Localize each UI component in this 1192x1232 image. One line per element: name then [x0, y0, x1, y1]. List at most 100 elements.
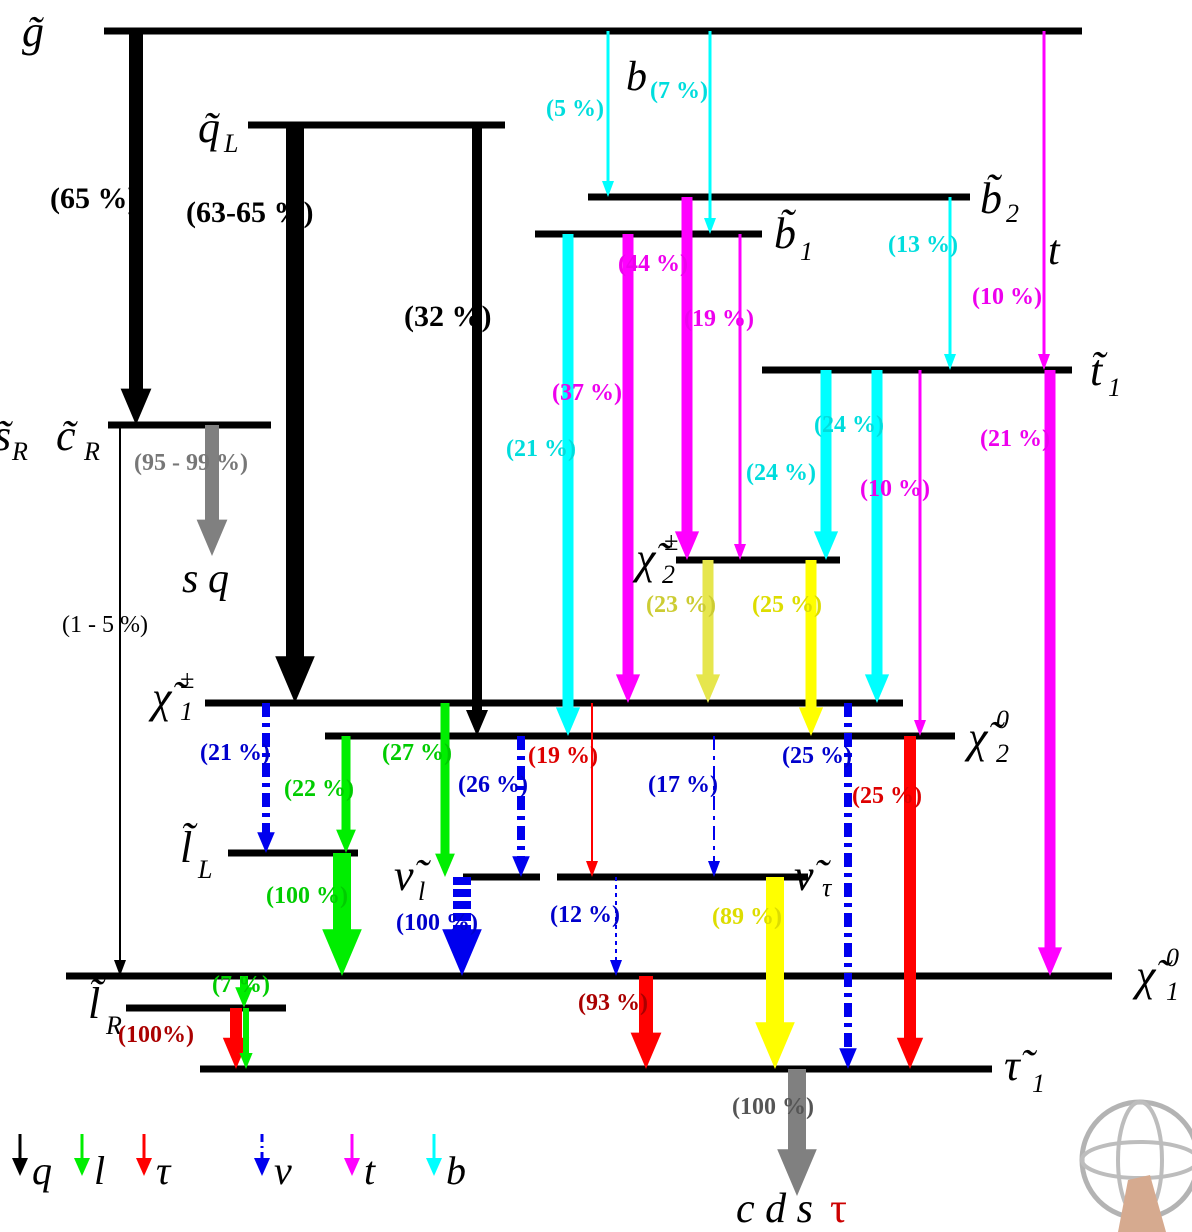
label-neutralino1-sup: 0: [1166, 943, 1179, 972]
br-neutralino1-sleptonR: (7 %): [212, 972, 270, 998]
label-gluino: g̃: [22, 7, 45, 56]
branching-labels: (65 %) (63-65 %) (32 %) (5 %) (7 %) (13 …: [50, 78, 1050, 1120]
arrow-chargino2-yellow: [798, 560, 824, 736]
arrow-sleptonL-neutralino1: [322, 853, 362, 976]
particle-labels: b t s q c d s τ: [182, 54, 1061, 1232]
arrow-sbottom2-stop1: [944, 197, 956, 370]
br-sleptonL-neutralino1: (100 %): [266, 883, 348, 909]
br-stop1-chargino2-a: (24 %): [814, 412, 884, 438]
br-gluino-squark: (65 %): [50, 182, 137, 215]
label-neutralino2-sup: 0: [996, 705, 1009, 734]
legend-item: b: [426, 1134, 466, 1193]
br-sleptonR-stau: (100%): [118, 1022, 194, 1048]
arrow-sleptonR-stau-green: [239, 1008, 253, 1069]
label-stau1-sub: 1: [1032, 1069, 1045, 1098]
label-chargino2-sub: 2: [662, 560, 675, 589]
arrow-squarkR-neutralino1: [114, 425, 126, 976]
arrow-squarkR-sq: [196, 425, 228, 556]
label-squark-L: q̃: [198, 103, 221, 152]
br-stop1-neutralino1: (21 %): [980, 426, 1050, 452]
arrow-gluino-sbottom1: [704, 31, 716, 234]
label-sneutrino-l-sub: l: [418, 877, 425, 906]
br-gluino-sbottom2: (5 %): [546, 96, 604, 122]
particle-t: t: [1048, 228, 1061, 274]
label-slepton-R-sub: R: [105, 1011, 122, 1040]
br-chargino1-neutralino1: (25 %): [782, 743, 852, 769]
br-sbottom1-chargino1-bottom: (21 %): [506, 436, 576, 462]
particle-s: s: [182, 556, 198, 602]
label-stop1-sub: 1: [1108, 373, 1121, 402]
legend-label: b: [446, 1148, 466, 1193]
br-gluino-stop1: (10 %): [972, 284, 1042, 310]
arrow-chargino1-sneutrino-tau: [586, 703, 598, 877]
br-sneutrino-l-neutralino1: (100 %): [396, 910, 478, 936]
label-chargino1-sup: ±: [180, 665, 194, 694]
arrow-squarkL-neutralino2: [466, 125, 488, 736]
label-neutralino1-sub: 1: [1166, 977, 1179, 1006]
label-slepton-L: l̃: [180, 823, 198, 872]
label-neutralino2-sub: 2: [996, 739, 1009, 768]
arrow-squarkL-chargino1: [275, 125, 315, 703]
mass-levels: [66, 27, 1112, 1073]
br-squarkL-chargino1: (63-65 %): [186, 196, 313, 229]
br-chargino2-a: (23 %): [646, 592, 716, 618]
legend-label: t: [364, 1148, 376, 1193]
particle-final-tau: τ: [830, 1186, 847, 1232]
arrow-neutralino2-sleptonL: [336, 736, 356, 853]
arrow-neutralino2-sneutrino-tau: [708, 736, 720, 877]
br-sbottom2-chargino2: (44 %): [618, 251, 688, 277]
label-slepton-L-sub: L: [197, 855, 212, 884]
arrow-sbottom1-chargino1-bottom: [555, 234, 581, 736]
label-chargino1-sub: 1: [180, 697, 193, 726]
br-chargino2-b: (25 %): [752, 592, 822, 618]
arrow-stop1-chargino2: [813, 370, 839, 560]
br-sneutrino-tau-stau: (89 %): [712, 904, 782, 930]
br-squarkL-neutralino2: (32 %): [404, 300, 491, 333]
br-stau-final: (100 %): [732, 1094, 814, 1120]
label-squark-R-second: c̃: [56, 411, 78, 460]
particle-final-quarks: c d s: [736, 1186, 813, 1232]
decay-arrows: [114, 31, 1063, 1196]
arrow-neutralino1-stau: [630, 976, 662, 1069]
br-squarkR-neutralino1: (1 - 5 %): [62, 612, 148, 638]
legend-item: ν: [254, 1134, 292, 1193]
arrow-neutralino1-sleptonR: [235, 976, 253, 1008]
label-stop1: t̃: [1090, 346, 1108, 395]
arrow-chargino1-neutralino1: [839, 703, 857, 1069]
particle-b: b: [626, 54, 647, 100]
arrow-gluino-squarkR: [120, 31, 152, 425]
arrow-sneutrino-tau-stau: [755, 877, 795, 1069]
br-chargino1-sleptonL: (21 %): [200, 740, 270, 766]
arrow-gluino-stop1: [1038, 31, 1050, 370]
arrow-stop1-neutralino2: [914, 370, 926, 736]
label-sneutrino-l: ν̃: [394, 851, 432, 900]
legend-item: q: [12, 1134, 52, 1193]
arrow-sneutrino-tau-neutralino1: [610, 877, 622, 976]
legend-label: τ: [156, 1148, 172, 1193]
br-stop1-chargino1: (10 %): [860, 476, 930, 502]
label-squark-R: s̃: [0, 411, 14, 460]
br-stop1-chargino2-b: (24 %): [746, 460, 816, 486]
label-chargino2-sup: ±: [664, 527, 678, 556]
br-neutralino1-stau: (93 %): [578, 990, 648, 1016]
label-squark-R-second-sub: R: [83, 437, 100, 466]
legend-item: t: [344, 1134, 376, 1193]
br-chargino1-sneutrino-l: (27 %): [382, 740, 452, 766]
legend-item: τ: [136, 1134, 172, 1193]
label-sbottom2-sub: 2: [1006, 199, 1019, 228]
arrow-sneutrino-l-neutralino1: [442, 877, 482, 976]
arrow-sbottom1-chargino2: [734, 234, 746, 560]
atlas-logo-image: [1079, 1099, 1192, 1232]
br-neutralino2-sneutrino-l: (26 %): [458, 772, 528, 798]
arrow-stop1-chargino1: [864, 370, 890, 703]
particle-q: q: [208, 556, 229, 602]
br-squarkR-sq: (95 - 99 %): [134, 450, 248, 476]
br-sbottom2-stop1: (13 %): [888, 232, 958, 258]
label-sbottom1: b̃: [774, 209, 797, 258]
br-neutralino2-sleptonL: (22 %): [284, 776, 354, 802]
arrow-neutralino2-stau: [896, 736, 924, 1069]
label-sbottom1-sub: 1: [800, 237, 813, 266]
br-neutralino2-stau: (25 %): [852, 783, 922, 809]
